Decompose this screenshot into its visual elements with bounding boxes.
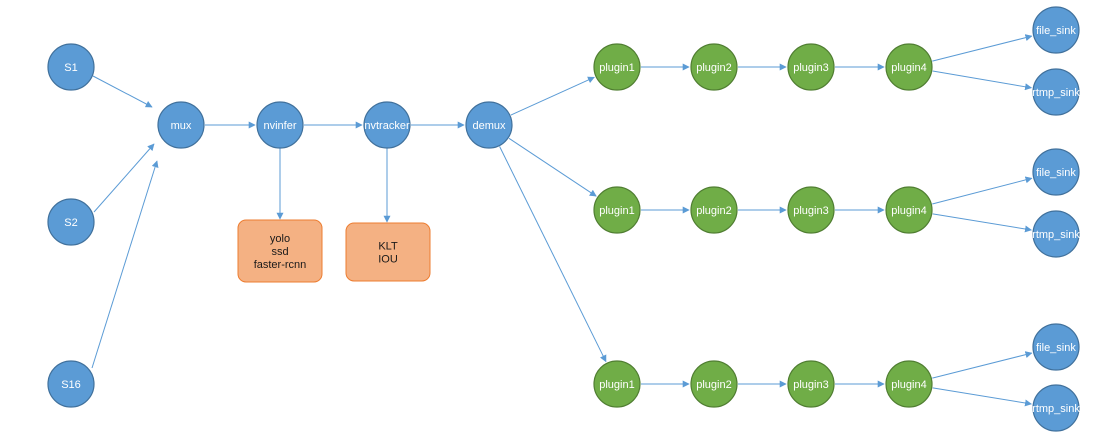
node-label: plugin3 [793, 62, 828, 74]
node-circle [885, 43, 933, 91]
node-circle [690, 186, 738, 234]
node-fsc: file_sink [1032, 323, 1080, 371]
node-circle [256, 101, 304, 149]
edge-demux-to-p1c [499, 146, 607, 363]
node-circle [1032, 6, 1080, 54]
node-label: plugin4 [891, 379, 926, 391]
edge-demux-to-p1b [508, 137, 597, 197]
node-label: plugin3 [793, 205, 828, 217]
node-label: rtmp_sink [1032, 403, 1080, 415]
node-circle [885, 186, 933, 234]
node-p2b: plugin2 [690, 186, 738, 234]
node-circle [787, 186, 835, 234]
node-demux: demux [465, 101, 513, 149]
node-label: plugin2 [696, 62, 731, 74]
node-label: S16 [61, 379, 81, 391]
node-circle [363, 101, 411, 149]
box-line: IOU [378, 254, 398, 266]
node-circle [47, 198, 95, 246]
node-circle [593, 360, 641, 408]
box-line: ssd [271, 246, 288, 258]
node-label: plugin2 [696, 379, 731, 391]
node-p3b: plugin3 [787, 186, 835, 234]
node-circle [787, 360, 835, 408]
node-label: rtmp_sink [1032, 87, 1080, 99]
box-rect [237, 219, 323, 283]
node-circle [885, 360, 933, 408]
edge-p4c-to-rsc [932, 387, 1033, 407]
node-circle [1032, 210, 1080, 258]
node-label: S2 [64, 217, 77, 229]
node-label: plugin1 [599, 62, 634, 74]
node-label: mux [171, 120, 192, 132]
node-nvtracker: nvtracker [363, 101, 411, 149]
edge-p4b-to-fsb [932, 176, 1033, 205]
node-circle [47, 360, 95, 408]
node-label: file_sink [1036, 25, 1076, 37]
node-circle [593, 43, 641, 91]
node-s1: S1 [47, 43, 95, 91]
node-p1a: plugin1 [593, 43, 641, 91]
node-s16: S16 [47, 360, 95, 408]
edge-p4a-to-rsa [932, 70, 1033, 91]
node-fsb: file_sink [1032, 148, 1080, 196]
edge-s1-to-mux [92, 75, 153, 108]
node-p3a: plugin3 [787, 43, 835, 91]
node-p4b: plugin4 [885, 186, 933, 234]
node-s2: S2 [47, 198, 95, 246]
node-circle [690, 360, 738, 408]
node-p2c: plugin2 [690, 360, 738, 408]
node-label: rtmp_sink [1032, 229, 1080, 241]
edge-s16-to-mux [91, 160, 159, 369]
node-label: plugin1 [599, 205, 634, 217]
node-mux: mux [157, 101, 205, 149]
node-p3c: plugin3 [787, 360, 835, 408]
node-label: plugin4 [891, 62, 926, 74]
node-p4c: plugin4 [885, 360, 933, 408]
node-label: plugin1 [599, 379, 634, 391]
node-label: plugin3 [793, 379, 828, 391]
edge-s2-to-mux [93, 143, 155, 213]
node-label: plugin4 [891, 205, 926, 217]
edges-layer [91, 34, 1033, 407]
node-p2a: plugin2 [690, 43, 738, 91]
node-circle [787, 43, 835, 91]
node-label: file_sink [1036, 167, 1076, 179]
node-p4a: plugin4 [885, 43, 933, 91]
node-circle [1032, 68, 1080, 116]
node-circle [593, 186, 641, 234]
node-circle [1032, 148, 1080, 196]
edge-p4b-to-rsb [932, 213, 1033, 233]
node-label: plugin2 [696, 205, 731, 217]
node-rsb: rtmp_sink [1032, 210, 1080, 258]
node-rsc: rtmp_sink [1032, 384, 1080, 432]
node-circle [690, 43, 738, 91]
node-circle [465, 101, 513, 149]
node-circle [1032, 384, 1080, 432]
box-line: KLT [378, 241, 398, 253]
node-rsa: rtmp_sink [1032, 68, 1080, 116]
node-p1b: plugin1 [593, 186, 641, 234]
node-label: demux [472, 120, 506, 132]
node-label: nvinfer [263, 120, 296, 132]
node-fsa: file_sink [1032, 6, 1080, 54]
node-circle [1032, 323, 1080, 371]
edge-p4c-to-fsc [932, 351, 1033, 379]
node-label: nvtracker [364, 120, 410, 132]
node-label: file_sink [1036, 342, 1076, 354]
box-line: faster-rcnn [254, 259, 307, 271]
node-p1c: plugin1 [593, 360, 641, 408]
edge-demux-to-p1a [510, 76, 595, 116]
edge-p4a-to-fsa [932, 34, 1033, 62]
box-line: yolo [270, 233, 290, 245]
node-circle [157, 101, 205, 149]
node-circle [47, 43, 95, 91]
box-rect [345, 222, 431, 282]
node-label: S1 [64, 62, 77, 74]
node-nvinfer: nvinfer [256, 101, 304, 149]
